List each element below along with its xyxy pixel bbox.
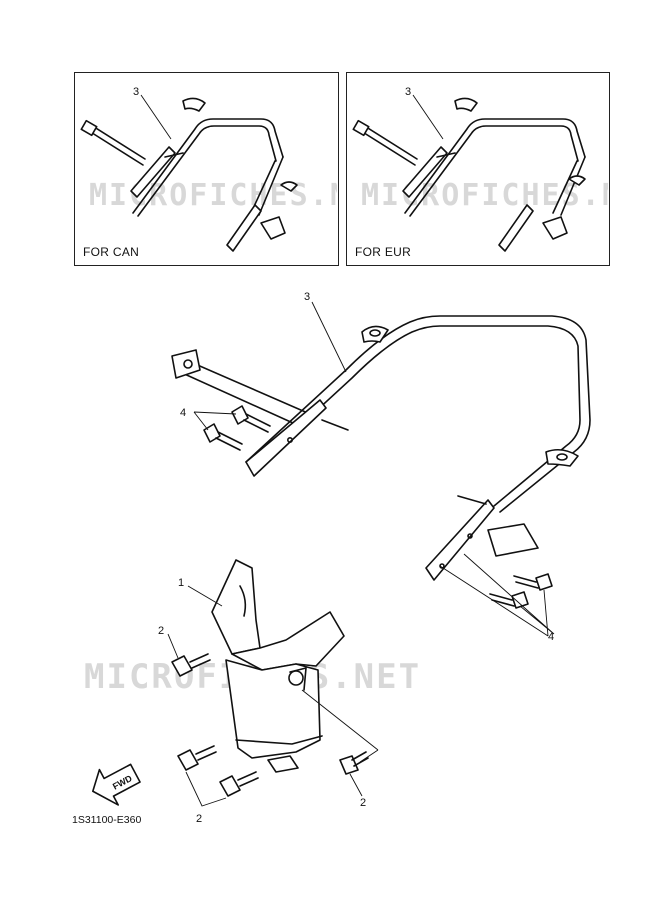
callout-3: 3	[133, 86, 139, 98]
inset-eur-frame-drawing: MICROFICHES.NET 3	[352, 86, 608, 252]
bracket-plate	[402, 146, 448, 198]
guard-part-1	[211, 559, 345, 773]
tab-top	[182, 97, 206, 112]
frame-tube	[132, 118, 284, 214]
inset-label: FOR EUR	[355, 245, 412, 259]
lower-plate	[425, 499, 495, 581]
tab-top	[454, 97, 478, 112]
callout-2: 2	[360, 797, 366, 809]
frame-part-3	[171, 315, 591, 581]
bolt-part-4-upper	[203, 405, 271, 451]
step	[542, 216, 568, 240]
arm-end-hole	[183, 359, 193, 369]
pin	[321, 419, 349, 431]
arm-end	[352, 119, 370, 137]
callout-leader	[439, 553, 555, 637]
side-arm	[179, 359, 311, 429]
callout-3: 3	[304, 291, 310, 303]
inset-for-eur: MICROFICHES.NET 3 FOR EUR	[346, 72, 610, 266]
callout-leader	[185, 771, 227, 807]
step	[260, 216, 286, 240]
callout-leader	[187, 585, 223, 607]
inset-label: FOR CAN	[83, 245, 140, 259]
callout-4: 4	[180, 407, 186, 419]
side-arm	[88, 124, 146, 166]
callout-2: 2	[196, 813, 202, 825]
callout-leader	[412, 94, 444, 140]
lower-plate	[226, 204, 262, 252]
tab-side	[280, 181, 298, 192]
frame-tube	[404, 118, 586, 214]
inset-for-can: MICROFICHES.NET 3 FOR CAN	[74, 72, 339, 266]
bolt-part-2-right	[339, 751, 369, 775]
callout-4: 4	[548, 631, 554, 643]
callout-leader	[193, 411, 237, 431]
lower-plate-hole	[467, 533, 473, 539]
callout-leader	[140, 94, 172, 140]
frame-tube-inner	[409, 125, 579, 217]
fwd-arrow-icon: FWD	[92, 763, 141, 806]
lower-pin	[457, 495, 487, 505]
bracket-plate	[130, 146, 176, 198]
callout-3: 3	[405, 86, 411, 98]
diagram-code: 1S31100-E360	[72, 814, 142, 826]
arm-end	[80, 119, 98, 137]
lower-plate	[498, 204, 534, 252]
callout-leader	[167, 633, 179, 659]
bolt-part-2-left	[171, 653, 211, 677]
tab-side	[545, 448, 579, 467]
bolt-part-4-lower	[489, 573, 553, 609]
pin	[436, 152, 456, 158]
callout-leader	[311, 301, 347, 373]
tab-side	[568, 175, 586, 186]
callout-leader	[301, 689, 379, 797]
side-arm	[360, 124, 418, 166]
arm-end	[171, 349, 201, 379]
bracket-hole	[286, 436, 293, 443]
frame-lower	[552, 156, 586, 216]
bracket-plate	[245, 399, 327, 477]
frame-tube-inner	[137, 125, 277, 217]
pin	[164, 152, 184, 158]
callout-2: 2	[158, 625, 164, 637]
bolt-part-2-bottom	[177, 745, 259, 797]
tab-top	[361, 325, 389, 343]
step	[487, 523, 539, 557]
callout-1: 1	[178, 577, 184, 589]
inset-can-frame-drawing: MICROFICHES.NET 3	[80, 86, 337, 252]
